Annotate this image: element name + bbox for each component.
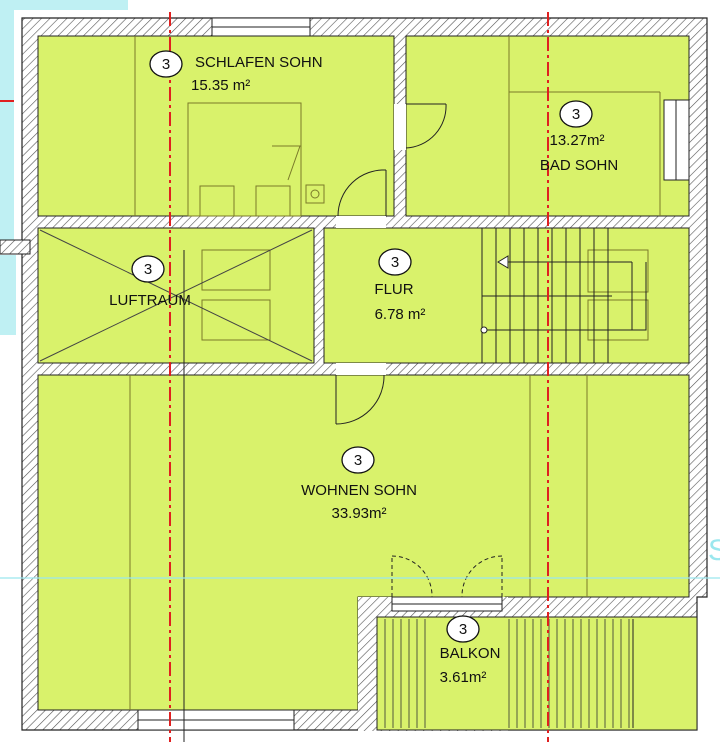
luftraum-cross [39, 229, 313, 362]
room-number: 3 [459, 621, 467, 638]
room-number: 3 [391, 254, 399, 271]
room-name: BALKON [440, 645, 501, 662]
room-luftraum-label: 3 LUFTRAUM [109, 255, 191, 309]
room-area: 33.93m² [331, 505, 386, 522]
room-schlafen-label: 3 SCHLAFEN SOHN 15.35 m² [149, 50, 323, 94]
room-number: 3 [572, 106, 580, 123]
room-area: 3.61m² [440, 669, 487, 686]
room-number-badge [131, 255, 165, 283]
room-number-badge [378, 248, 412, 276]
outside-area [0, 0, 128, 335]
room-number-badge [341, 446, 375, 474]
room-area: 6.78 m² [375, 306, 426, 323]
edge-letter: S [708, 534, 720, 567]
staircase [480, 228, 647, 363]
room-number-badge [149, 50, 183, 78]
room-number: 3 [144, 261, 152, 278]
room-name: SCHLAFEN SOHN [195, 54, 323, 71]
room-name: LUFTRAUM [109, 292, 191, 309]
room-wohnen-label: 3 WOHNEN SOHN 33.93m² [301, 446, 417, 522]
balcony [358, 597, 698, 731]
windows [137, 17, 690, 731]
doors [335, 103, 503, 612]
room-area: 15.35 m² [191, 77, 250, 94]
room-name: FLUR [374, 281, 413, 298]
room-number: 3 [354, 452, 362, 469]
room-balkon-label: 3 BALKON 3.61m² [440, 615, 501, 686]
room-number-badge [559, 100, 593, 128]
room-area: 13.27m² [549, 132, 604, 149]
room-flur-label: 3 FLUR 6.78 m² [374, 248, 426, 323]
room-bad-label: 3 13.27m² BAD SOHN [540, 100, 618, 174]
axis-lines [0, 12, 720, 742]
room-number: 3 [162, 56, 170, 73]
furniture-lines [129, 36, 661, 710]
room-name: BAD SOHN [540, 157, 618, 174]
room-name: WOHNEN SOHN [301, 482, 417, 499]
room-number-badge [446, 615, 480, 643]
